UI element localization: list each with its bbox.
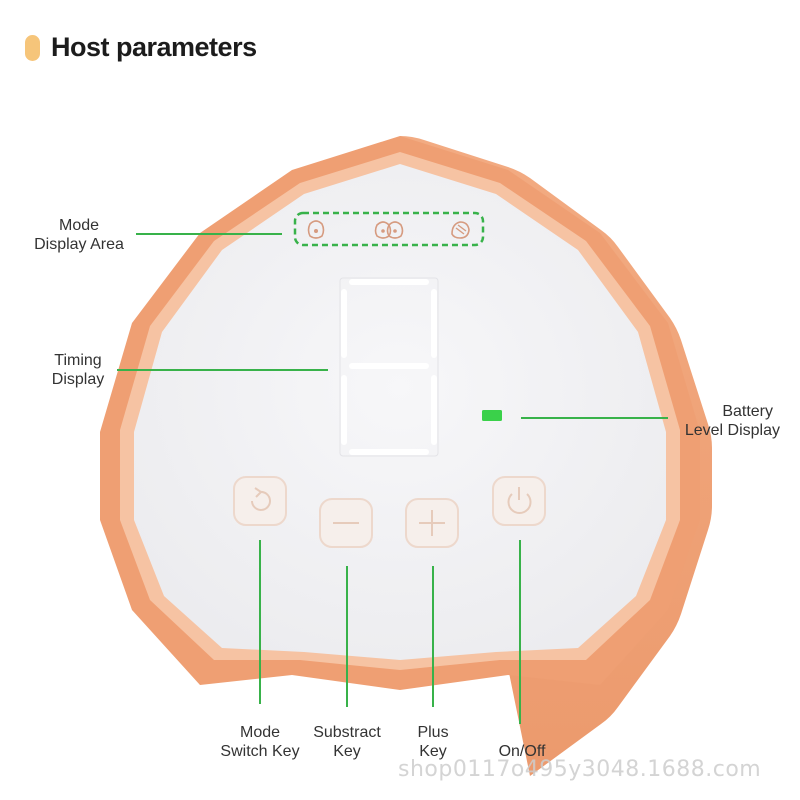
battery-indicator: [482, 410, 502, 421]
device-face: [134, 164, 666, 660]
label-subtract-key: Substract Key: [313, 724, 381, 760]
subtract-button[interactable]: [319, 498, 373, 548]
mode-switch-button[interactable]: [233, 476, 287, 526]
header-accent-pill: [25, 34, 40, 61]
header: Host parameters: [25, 32, 257, 63]
label-mode-display: Mode Display Area: [34, 217, 124, 253]
timing-digit: [341, 279, 437, 455]
leader-lines: [117, 233, 668, 724]
double-breast-icon: [374, 221, 404, 239]
mode-display-area: [293, 211, 485, 247]
power-icon: [507, 487, 532, 515]
single-breast-icon: [307, 220, 325, 239]
mode-switch-icon: [251, 487, 271, 511]
label-mode-switch-key: Mode Switch Key: [220, 724, 300, 760]
massage-hand-icon: [451, 221, 470, 239]
plus-button[interactable]: [405, 498, 459, 548]
label-battery: Battery Level Display: [684, 403, 780, 439]
label-onoff: On/Off: [498, 743, 546, 760]
label-plus-key: Plus Key: [417, 724, 449, 760]
plus-icon: [419, 510, 445, 536]
watermark: shop0117o495y3048.1688.com: [398, 757, 762, 782]
page-title: Host parameters: [51, 32, 257, 62]
label-timing-display: Timing Display: [51, 352, 105, 388]
timing-digit-shadow: [339, 277, 439, 457]
power-button[interactable]: [492, 476, 546, 526]
